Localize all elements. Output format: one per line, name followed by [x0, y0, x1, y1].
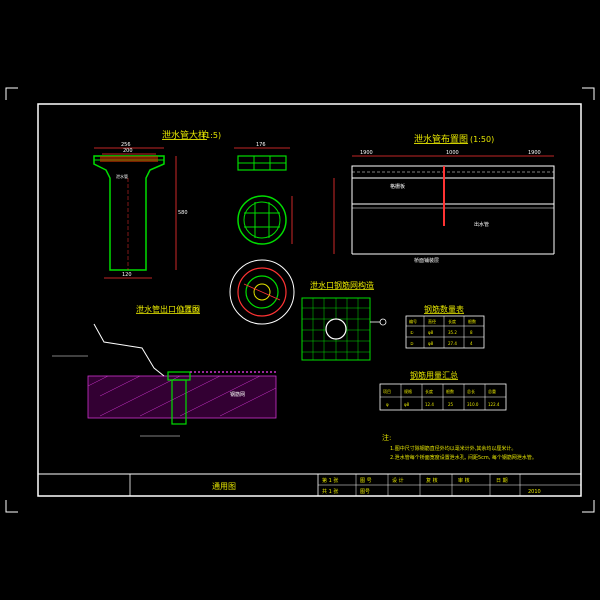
- title-block: 通用图 第 1 张 图 号 设 计 复 核 审 核 日 期 共 1 张 图号 2…: [37, 473, 582, 497]
- drawing-frame: [37, 103, 582, 497]
- t1-h2: 长度: [448, 318, 456, 324]
- t1-r0c0: ①: [410, 330, 414, 335]
- dim-span3: 1900: [528, 150, 541, 156]
- rebar-label: 钢筋网: [230, 391, 245, 398]
- tb-c4: 审 核: [458, 477, 470, 484]
- t2-h3: 根数: [446, 388, 454, 394]
- grid-title: 泄水口钢筋网构造: [310, 280, 374, 290]
- t1-r0c1: φ8: [428, 330, 434, 335]
- section-scale: (1:50): [470, 135, 494, 144]
- pipe-label: 泄水管: [116, 173, 128, 179]
- outlet-title: 泄水管出口位置图: [136, 304, 200, 314]
- dim-span2: 1000: [446, 150, 459, 156]
- t1-r1c2: 27.4: [448, 341, 457, 346]
- section-title: 泄水管布置图: [414, 133, 468, 145]
- main-title: 泄水管大样: [162, 129, 207, 141]
- note-1: 1.图中尺寸除钢筋直径外均以毫米计外,其余均以厘米计。: [390, 445, 516, 452]
- t1-r1c3: 4: [470, 341, 473, 346]
- t2-r0c4: 310.0: [467, 402, 479, 407]
- dim-top-width: 256: [121, 142, 131, 148]
- main-scale: (1:5): [202, 131, 221, 140]
- t2-h0: 项目: [383, 388, 391, 394]
- table2-title: 钢筋用量汇总: [410, 370, 458, 380]
- t2-r0c5: 122.4: [488, 402, 500, 407]
- tb-c2: 设 计: [392, 477, 404, 484]
- rebar-summary-table: 钢筋用量汇总 项目 规格 长度 根数 总长 总重 φ φ8 12.4 25 31…: [379, 370, 507, 411]
- note-2: 2.泄水管每个桥面宽度设置泄水孔, 间距5cm, 每个钢筋网泄水管。: [390, 454, 537, 461]
- t2-r0c1: φ8: [404, 402, 410, 407]
- tb-r2c1: 图号: [360, 489, 370, 495]
- outlet-label: 出水管: [474, 221, 489, 228]
- drain-pipe-detail: 泄水管大样 (1:5) 256 200 泄水管 580 120: [93, 129, 221, 279]
- table1-title: 钢筋数量表: [424, 304, 464, 314]
- dim-span1: 1900: [360, 150, 373, 156]
- grate-cover-detail: 176: [234, 142, 293, 245]
- t2-h4: 总长: [467, 388, 475, 394]
- dim-height: 580: [178, 210, 188, 216]
- tb-c5: 日 期: [496, 478, 508, 484]
- dim-mid-width: 200: [123, 148, 133, 154]
- outlet-position-detail: 泄水管出口位置图 (1:10) 钢筋网: [52, 304, 277, 437]
- rebar-quantity-table: 钢筋数量表 编号 直径 长度 根数 ① φ8 35.2 8 ② φ8 27.4 …: [405, 304, 485, 349]
- tb-c0: 第 1 张: [322, 477, 338, 484]
- t2-h5: 总重: [488, 388, 496, 394]
- deck-label: 桥面铺装层: [414, 257, 439, 264]
- corner-marks: [5, 87, 595, 513]
- cap-label: 格栅板: [390, 183, 405, 190]
- t1-r1c0: ②: [410, 341, 414, 346]
- tb-r2c0: 共 1 张: [322, 488, 338, 495]
- outlet-scale: (1:10): [178, 306, 199, 314]
- tb-r2c5: 2010: [528, 489, 541, 495]
- t1-h1: 直径: [428, 318, 436, 324]
- t1-r0c3: 8: [470, 330, 473, 335]
- dim-cover-width: 176: [256, 142, 266, 148]
- tb-c3: 复 核: [426, 477, 438, 484]
- t1-r1c1: φ8: [428, 341, 434, 346]
- sheet-title: 通用图: [212, 481, 236, 491]
- t2-h2: 长度: [425, 388, 433, 394]
- t2-r0c2: 12.4: [425, 402, 434, 407]
- t2-r0c3: 25: [448, 402, 454, 407]
- dim-stem-width: 120: [122, 272, 132, 278]
- t1-r0c2: 35.2: [448, 330, 457, 335]
- section-layout: 泄水管布置图 (1:50) 1900 1000 1900 桥面铺装层 格栅板 出…: [333, 133, 555, 264]
- t2-h1: 规格: [404, 388, 412, 394]
- t1-h0: 编号: [409, 318, 417, 324]
- t1-h3: 根数: [468, 318, 476, 324]
- t2-r0c0: φ: [386, 402, 389, 407]
- notes: 注: 1.图中尺寸除钢筋直径外均以毫米计外,其余均以厘米计。 2.泄水管每个桥面…: [382, 433, 537, 461]
- tb-c1: 图 号: [360, 478, 372, 484]
- rebar-mesh-detail: 泄水口钢筋网构造: [301, 280, 387, 361]
- pipe-plan-circle: [229, 259, 295, 325]
- notes-label: 注:: [382, 433, 391, 442]
